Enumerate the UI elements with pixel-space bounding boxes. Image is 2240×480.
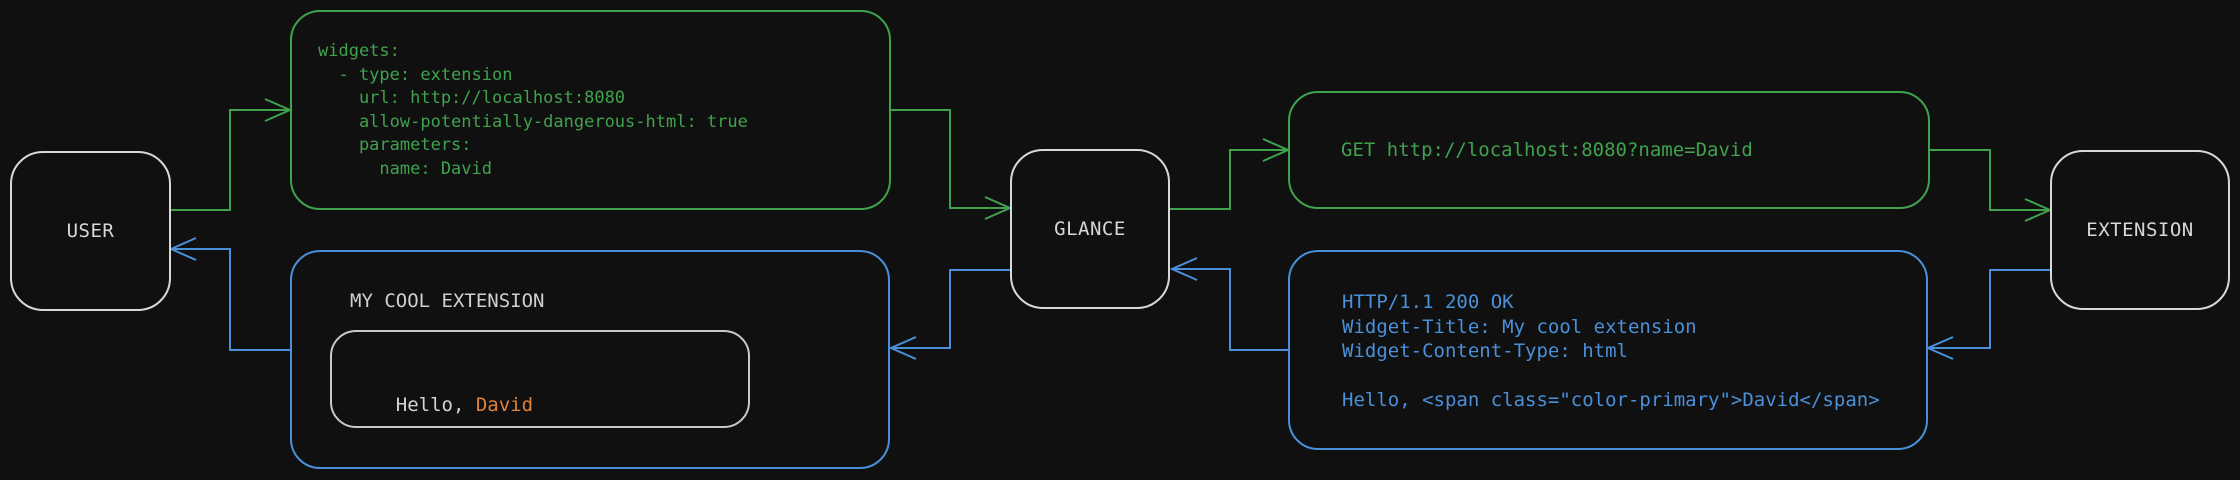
response-snippet-box [1288,250,1928,450]
arrow-glance-to-request [1170,149,1286,210]
arrow-request-to-extension [1930,149,2048,211]
arrow-extension-to-response [1930,269,2050,349]
arrow-config-to-glance [891,109,1008,209]
extension-node: EXTENSION [2050,150,2230,310]
widget-greeting-text: Hello, David [350,369,533,441]
arrow-glance-to-widget [893,269,1010,349]
http-request-code: GET http://localhost:8080?name=David [1341,139,1753,161]
arrowhead-widget-to-user [168,237,197,261]
arrow-user-to-config [171,109,288,211]
request-snippet-box [1288,91,1930,209]
arrowhead-response-to-glance [1169,257,1198,281]
config-snippet-box [290,10,891,210]
arrowhead-glance-to-widget [888,336,917,360]
extension-node-label: EXTENSION [2086,219,2194,241]
greeting-prefix: Hello, [395,394,476,416]
http-response-code: HTTP/1.1 200 OK Widget-Title: My cool ex… [1342,291,1880,411]
widget-title: MY COOL EXTENSION [350,290,545,312]
config-yaml-code: widgets: - type: extension url: http://l… [318,41,748,179]
user-node-label: USER [66,220,115,242]
user-node: USER [10,151,171,311]
greeting-name: David [475,394,534,416]
arrow-widget-to-user [173,248,290,351]
glance-node-label: GLANCE [1054,218,1126,240]
widget-content-box [330,330,750,428]
glance-node: GLANCE [1010,149,1170,309]
arrowhead-extension-to-response [1925,336,1954,360]
rendered-widget-box [290,250,890,469]
arrow-response-to-glance [1174,268,1288,351]
